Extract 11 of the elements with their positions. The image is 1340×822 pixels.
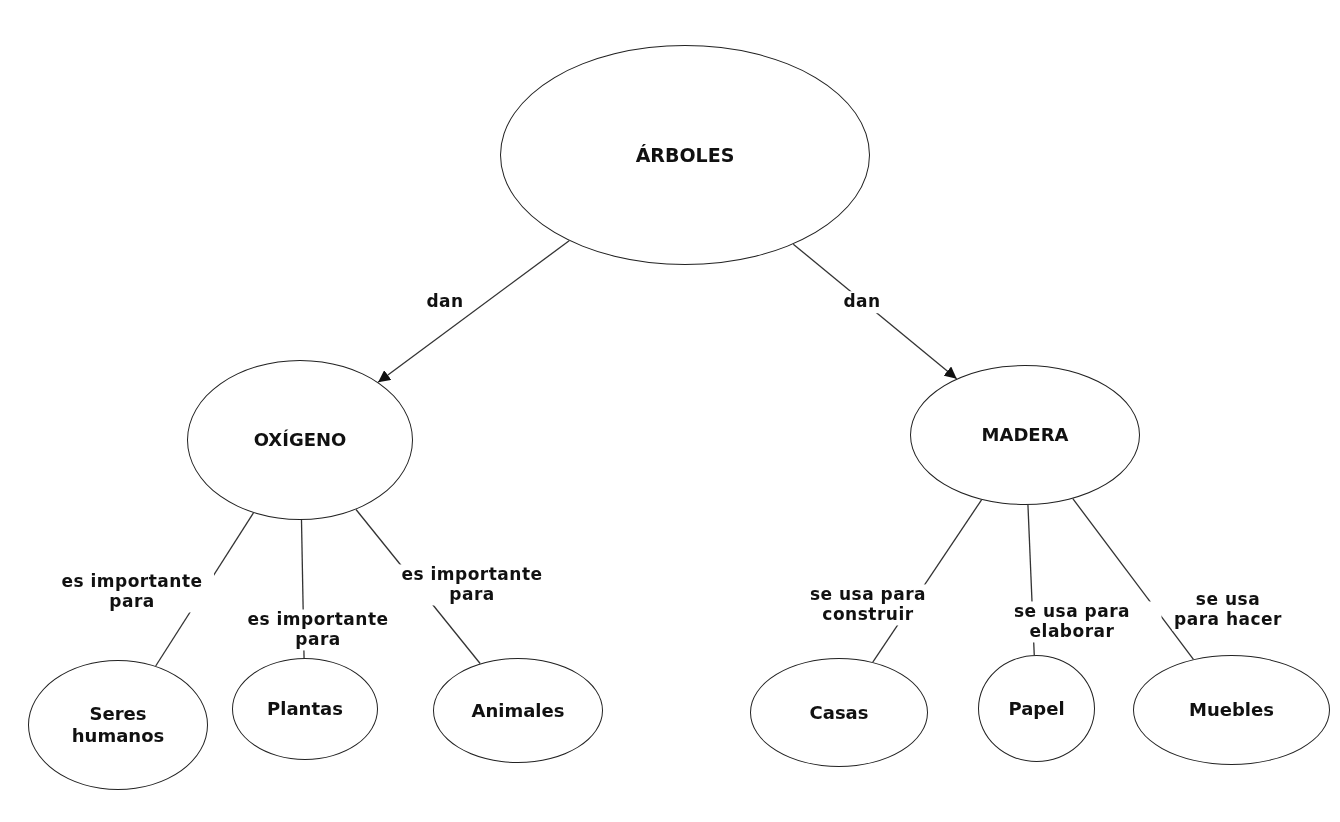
- node-label: Plantas: [267, 698, 343, 720]
- node-label: OXÍGENO: [253, 429, 347, 451]
- node-label: Animales: [471, 699, 565, 722]
- node-label: Casas: [809, 701, 869, 724]
- arrow: [377, 240, 570, 383]
- node-label: Seres humanos: [70, 703, 166, 747]
- node-label: ÁRBOLES: [635, 143, 735, 167]
- connector-line: [1072, 498, 1195, 660]
- node-label: Muebles: [1189, 699, 1274, 721]
- node-label: MADERA: [981, 424, 1069, 446]
- node-label: Papel: [1008, 697, 1065, 720]
